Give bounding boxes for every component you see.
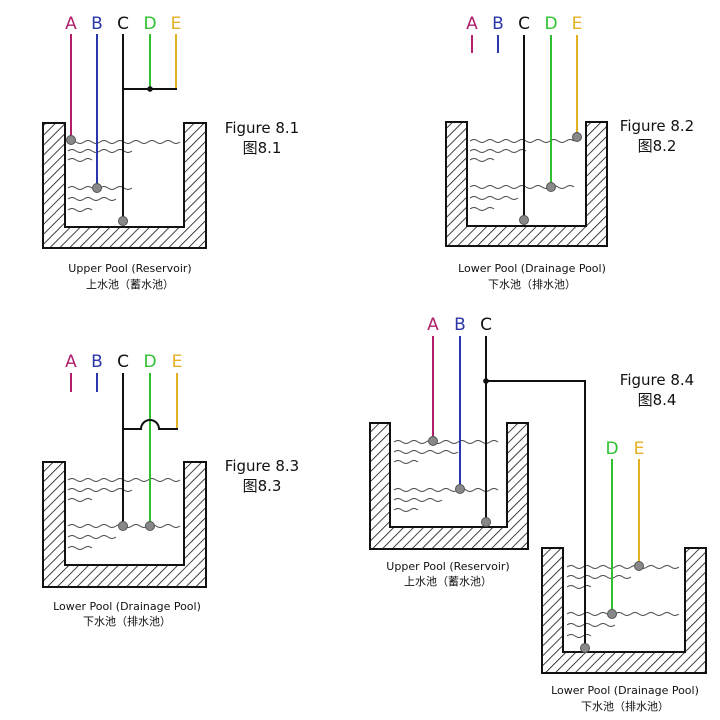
label-d: D — [544, 14, 557, 34]
figure-title-cn: 图8.3 — [243, 477, 282, 495]
electrode-c-tip — [481, 517, 491, 527]
junction-dot — [483, 378, 489, 384]
figure-title: Figure 8.3 — [225, 457, 299, 475]
label-c: C — [518, 14, 530, 34]
junction-dot — [147, 86, 153, 92]
figure-8-4: A B C D E Figure 8.4 图8.4 Upper Pool (Re… — [369, 315, 707, 713]
label-a: A — [65, 14, 77, 34]
pool-lower-8-2 — [445, 121, 608, 247]
electrode-c-tip — [118, 521, 128, 531]
pool-upper-8-1 — [42, 122, 207, 249]
label-d: D — [143, 14, 156, 34]
electrode-e-tip — [634, 561, 644, 571]
pool-caption: Lower Pool (Drainage Pool) — [53, 600, 201, 613]
figure-8-3: A B C D E Figure 8.3 图8.3 Lower Pool (Dr… — [42, 352, 299, 628]
electrode-d-tip — [145, 521, 155, 531]
water-waves-lower-8-4 — [566, 565, 680, 638]
pool-caption: Lower Pool (Drainage Pool) — [458, 262, 606, 275]
label-b: B — [454, 315, 466, 335]
figure-8-1: A B C D E Figure 8.1 图8.1 Upper Pool (Re… — [42, 14, 299, 291]
electrode-d-tip — [607, 609, 617, 619]
lower-pool-link-tip — [580, 643, 590, 653]
pool-caption-cn: 下水池（排水池） — [83, 614, 171, 628]
electrode-b-tip — [92, 183, 102, 193]
electrode-c-tip — [519, 215, 529, 225]
label-b: B — [91, 352, 103, 372]
label-c: C — [117, 352, 129, 372]
figure-title: Figure 8.2 — [620, 117, 694, 135]
label-a: A — [65, 352, 77, 372]
label-c: C — [117, 14, 129, 34]
lower-pool-caption: Lower Pool (Drainage Pool) — [551, 684, 699, 697]
electrode-d-tip — [546, 182, 556, 192]
figure-title-cn: 图8.2 — [638, 137, 677, 155]
label-d: D — [605, 439, 618, 459]
electrode-b-tip — [455, 484, 465, 494]
pool-caption: Upper Pool (Reservoir) — [68, 262, 191, 275]
pool-caption-cn: 上水池（蓄水池） — [86, 278, 174, 291]
label-d: D — [143, 352, 156, 372]
label-c: C — [480, 315, 492, 335]
jumper-wire-crossover — [123, 419, 178, 430]
electrode-a-tip — [428, 436, 438, 446]
water-waves-upper-8-4 — [393, 440, 499, 512]
cross-pool-link-wire — [486, 380, 586, 648]
figure-title: Figure 8.4 — [620, 371, 694, 389]
electrode-c-tip — [118, 216, 128, 226]
electrode-a-tip — [66, 135, 76, 145]
label-e: E — [572, 14, 583, 34]
label-e: E — [172, 352, 183, 372]
water-waves-8-1 — [67, 140, 181, 212]
water-waves-8-2 — [469, 139, 575, 211]
pool-lower-8-3 — [42, 461, 207, 588]
figure-8-2: A B C D E Figure 8.2 图8.2 Lower Pool (Dr… — [445, 14, 694, 291]
label-b: B — [91, 14, 103, 34]
label-e: E — [634, 439, 645, 459]
pool-caption-cn: 下水池（排水池） — [488, 277, 576, 291]
label-a: A — [466, 14, 478, 34]
label-a: A — [427, 315, 439, 335]
figure-title: Figure 8.1 — [225, 119, 299, 137]
pool-lower-8-4 — [541, 547, 707, 674]
figure-title-cn: 图8.4 — [638, 391, 677, 409]
upper-pool-caption: Upper Pool (Reservoir) — [386, 560, 509, 573]
label-e: E — [171, 14, 182, 34]
upper-pool-caption-cn: 上水池（蓄水池） — [404, 575, 492, 588]
electrode-e-tip — [572, 132, 582, 142]
figure-title-cn: 图8.1 — [243, 139, 282, 157]
pool-upper-8-4 — [369, 422, 529, 550]
lower-pool-caption-cn: 下水池（排水池） — [581, 699, 669, 713]
label-b: B — [492, 14, 504, 34]
